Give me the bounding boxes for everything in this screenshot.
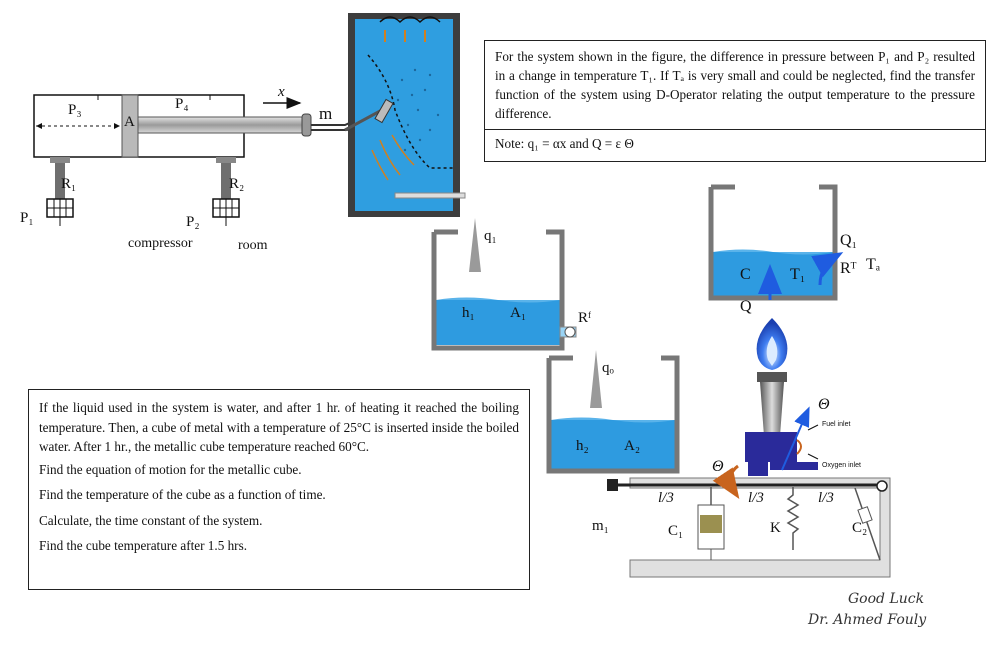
label-p4: P₄ bbox=[175, 96, 189, 112]
pneumatic-cylinder bbox=[33, 94, 381, 158]
label-l3-first: l/3 bbox=[658, 490, 674, 506]
label-capacitance: C bbox=[740, 266, 751, 283]
label-spring-k: K bbox=[770, 520, 781, 536]
label-h1: h₁ bbox=[462, 305, 475, 321]
valve-r1 bbox=[46, 157, 74, 226]
problem-1-text: For the system shown in the figure, the … bbox=[495, 49, 975, 121]
valve-r2 bbox=[212, 157, 240, 226]
tank-1 bbox=[431, 218, 577, 351]
tank-2 bbox=[546, 350, 680, 474]
label-l3-third: l/3 bbox=[818, 490, 834, 506]
label-r1: R₁ bbox=[61, 176, 77, 192]
label-theta-valve: Θ bbox=[818, 396, 830, 413]
label-p2: P₂ bbox=[186, 214, 200, 230]
problem-1-box: For the system shown in the figure, the … bbox=[484, 40, 986, 162]
label-rf: Rᶠ bbox=[578, 310, 592, 326]
label-displacement: x bbox=[278, 84, 285, 100]
label-fuel-inlet: Fuel inlet bbox=[822, 421, 851, 428]
label-q1-heat: Q₁ bbox=[840, 232, 858, 249]
label-r2: R₂ bbox=[229, 176, 245, 192]
label-t1: T₁ bbox=[790, 266, 806, 283]
label-ta: Tₐ bbox=[866, 256, 881, 273]
label-p1: P₁ bbox=[20, 210, 34, 226]
problem-2-box: If the liquid used in the system is wate… bbox=[28, 389, 530, 590]
label-qo: qₒ bbox=[602, 360, 614, 376]
label-mass: m bbox=[319, 104, 333, 123]
problem-1-note: Note: q₁ = αx and Q = ε Θ bbox=[485, 129, 985, 153]
burner bbox=[745, 318, 819, 476]
label-a1: A₁ bbox=[510, 305, 527, 321]
label-room: room bbox=[238, 238, 268, 253]
water-flap-chamber bbox=[344, 13, 466, 217]
label-rt: Rᵀ bbox=[840, 260, 857, 277]
problem-2-question-1: Find the equation of motion for the meta… bbox=[39, 461, 302, 477]
signature-name: Dr. Ahmed Fouly bbox=[808, 612, 927, 628]
heated-tank bbox=[708, 184, 844, 301]
problem-2-question-4: Find the cube temperature after 1.5 hrs. bbox=[39, 538, 247, 553]
signature-good-luck: Good Luck bbox=[848, 591, 925, 607]
label-theta-lever: Θ bbox=[712, 458, 724, 475]
label-piston-area: A bbox=[124, 114, 135, 130]
label-l3-second: l/3 bbox=[748, 490, 764, 506]
label-q1: q₁ bbox=[484, 228, 497, 244]
label-h2: h₂ bbox=[576, 438, 589, 454]
lever-mechanism bbox=[607, 464, 891, 578]
label-c2: C₂ bbox=[852, 520, 868, 536]
problem-2-question-2: Find the temperature of the cube as a fu… bbox=[39, 487, 326, 502]
label-oxygen-inlet: Oxygen inlet bbox=[822, 462, 861, 469]
label-heat-q: Q bbox=[740, 298, 752, 315]
problem-2-intro: If the liquid used in the system is wate… bbox=[39, 400, 519, 454]
problem-2-question-3: Calculate, the time constant of the syst… bbox=[39, 512, 263, 528]
label-p3: P₃ bbox=[68, 102, 82, 118]
label-a2: A₂ bbox=[624, 438, 641, 454]
label-m1: m₁ bbox=[592, 518, 609, 534]
label-c1: C₁ bbox=[668, 523, 684, 539]
label-compressor: compressor bbox=[128, 236, 193, 251]
